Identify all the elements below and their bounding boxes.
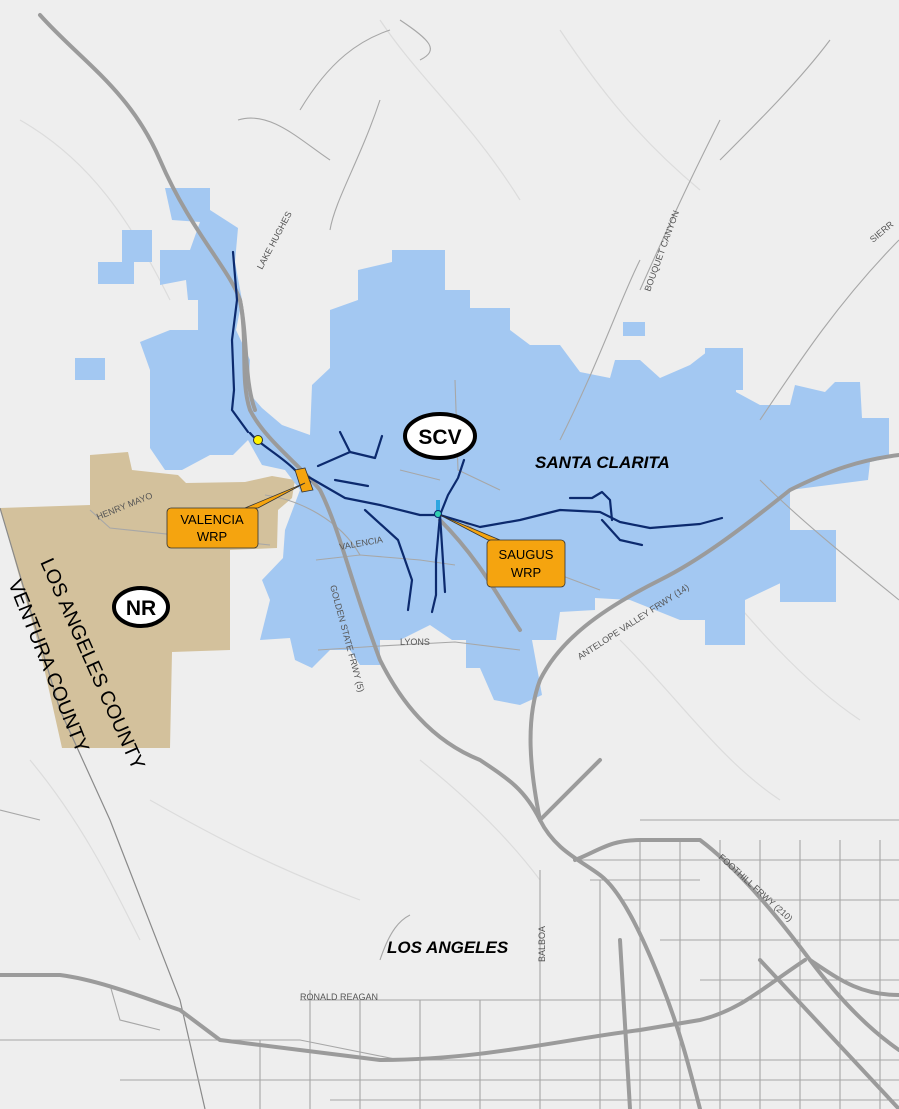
road-label-ronald-reagan: RONALD REAGAN [300,992,378,1002]
road-label-lyons: LYONS [400,637,430,647]
valencia-wrp-line1: VALENCIA [180,512,244,527]
trunk-sewer-lines[interactable] [230,250,724,614]
street-network [0,19,899,1109]
city-label-santa-clarita: SANTA CLARITA [535,453,670,472]
service-area[interactable] [75,188,889,705]
saugus-plant-marker[interactable] [434,510,442,518]
nr-badge[interactable]: NR [112,586,170,628]
saugus-wrp-line2: WRP [511,565,541,580]
scv-badge[interactable]: SCV [403,412,477,460]
saugus-wrp-callout[interactable]: SAUGUS WRP [486,539,566,588]
nr-badge-label: NR [126,597,156,620]
valencia-wrp-line2: WRP [197,529,227,544]
scv-badge-label: SCV [418,426,461,449]
road-label-balboa: BALBOA [537,926,547,962]
valencia-plant-marker[interactable] [294,467,314,493]
county-line [0,507,206,1109]
city-label-los-angeles: LOS ANGELES [387,938,509,957]
highlight-marker[interactable] [253,435,263,445]
valencia-wrp-callout[interactable]: VALENCIA WRP [166,507,259,549]
freeway-network [0,13,899,1109]
saugus-wrp-line1: SAUGUS [499,547,554,562]
